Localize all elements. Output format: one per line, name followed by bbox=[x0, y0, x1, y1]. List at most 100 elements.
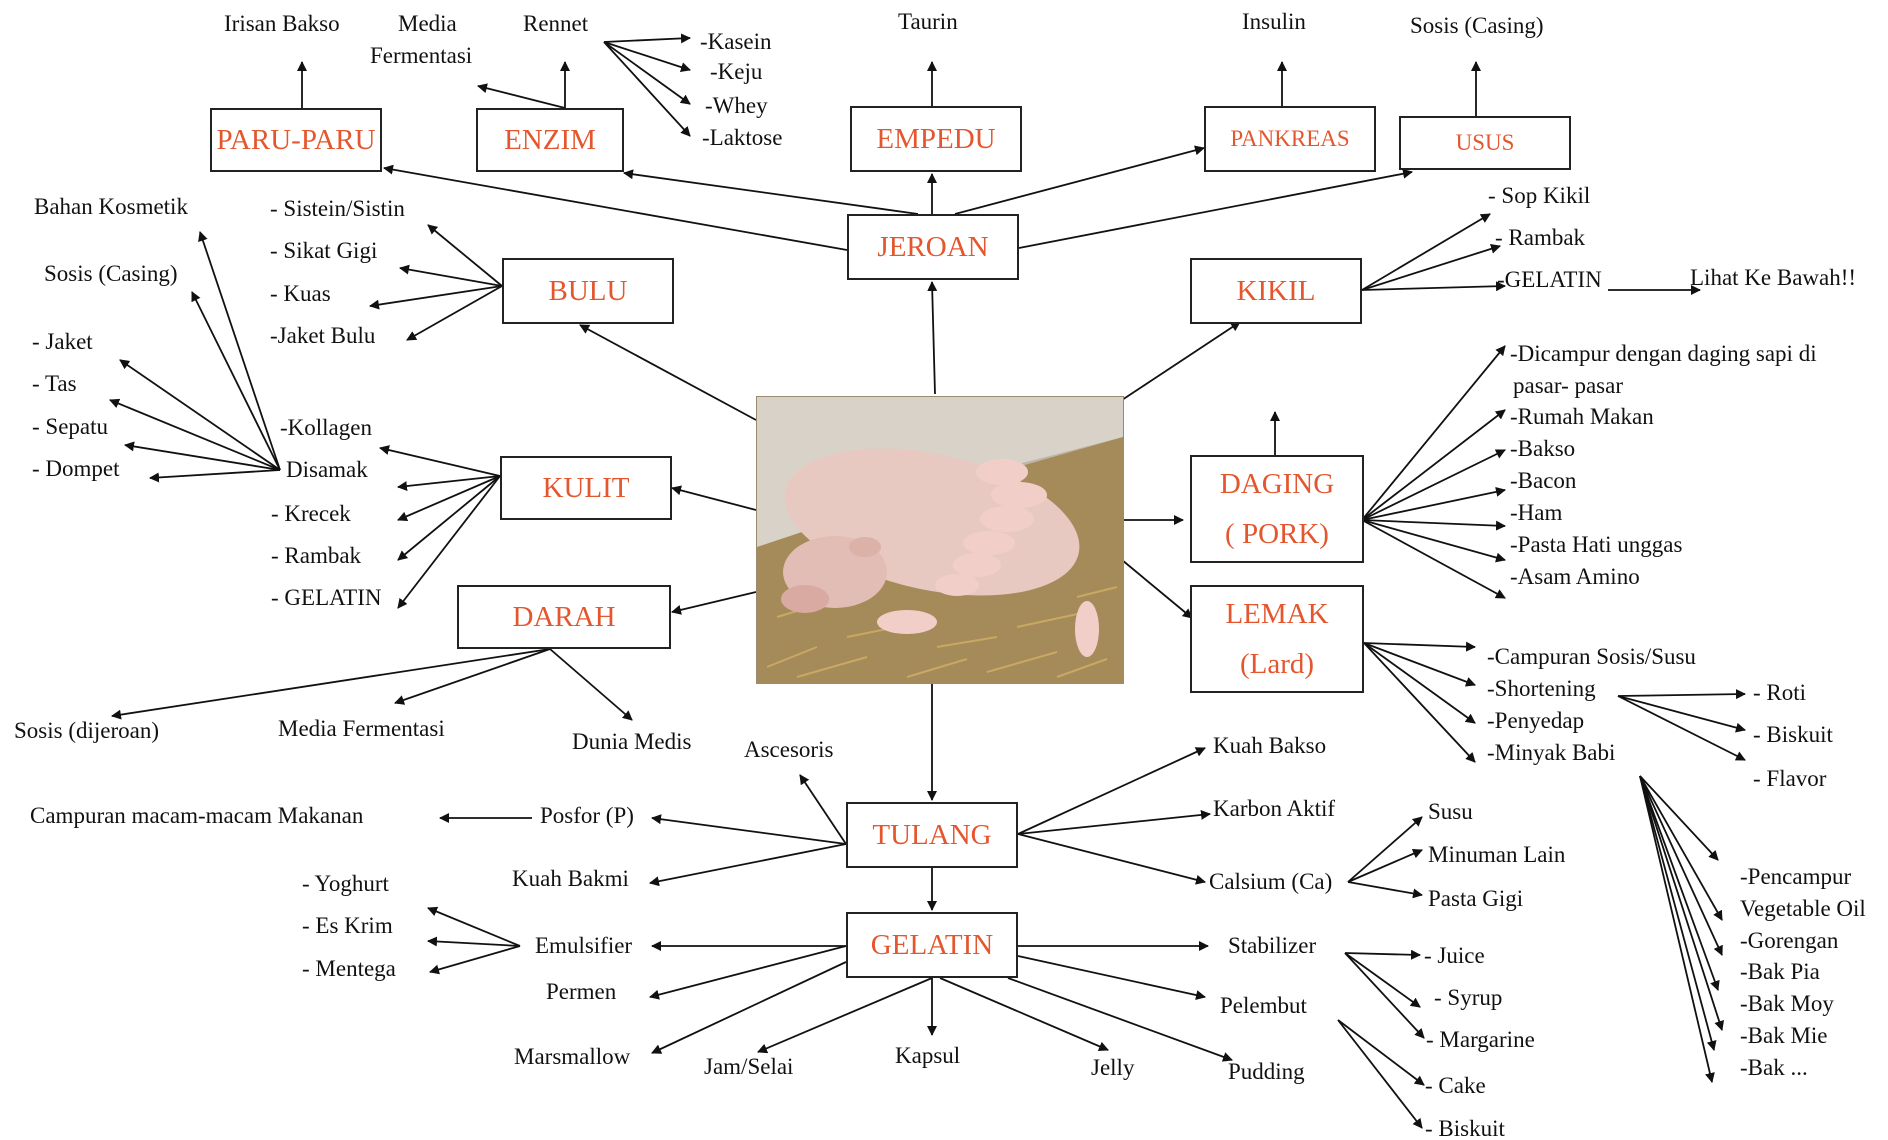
arrow-60 bbox=[1639, 775, 1719, 861]
arrow-19 bbox=[603, 33, 691, 44]
arrow-0 bbox=[927, 281, 938, 395]
node-usus-box: USUS bbox=[1399, 116, 1571, 170]
arrow-54 bbox=[1363, 642, 1476, 687]
label-marsmallow: Marsmallow bbox=[514, 1044, 631, 1069]
arrow-76 bbox=[1347, 881, 1423, 899]
arrow-74 bbox=[1347, 816, 1423, 883]
label-cake: - Cake bbox=[1425, 1073, 1486, 1098]
label-taurin: Taurin bbox=[898, 9, 958, 34]
arrow-20 bbox=[603, 41, 691, 72]
label-gelatin-kulit: - GELATIN bbox=[271, 585, 382, 610]
arrow-87 bbox=[427, 906, 521, 947]
label-dicampur1: -Dicampur dengan daging sapi di bbox=[1510, 341, 1817, 366]
label-sikat: - Sikat Gigi bbox=[270, 238, 378, 263]
label-kuas: - Kuas bbox=[270, 281, 331, 306]
arrow-64 bbox=[1639, 775, 1724, 1031]
label-bak-moy: -Bak Moy bbox=[1740, 991, 1834, 1016]
arrow-94 bbox=[1337, 1019, 1423, 1129]
arrow-21 bbox=[603, 41, 691, 105]
arrow-23 bbox=[427, 224, 503, 287]
node-jeroan-label: JEROAN bbox=[877, 231, 989, 263]
node-bulu-box: BULU bbox=[502, 258, 674, 324]
arrow-56 bbox=[1363, 642, 1476, 763]
arrow-6 bbox=[1121, 559, 1193, 619]
label-kuah-bakmi: Kuah Bakmi bbox=[512, 866, 629, 891]
label-sosis-dijeroan: Sosis (dijeroan) bbox=[14, 718, 160, 743]
arrow-61 bbox=[1639, 775, 1723, 921]
label-vegetable-oil: Vegetable Oil bbox=[1740, 896, 1866, 921]
node-tulang-label: TULANG bbox=[872, 819, 992, 851]
node-darah-box: DARAH bbox=[457, 585, 671, 649]
label-keju: -Keju bbox=[710, 59, 763, 84]
label-krecek: - Krecek bbox=[271, 501, 351, 526]
arrow-30 bbox=[397, 475, 501, 561]
node-usus-label: USUS bbox=[1455, 130, 1515, 155]
label-gelatin-kikil: -GELATIN bbox=[1497, 267, 1602, 292]
label-biskuit-lemak: - Biskuit bbox=[1753, 722, 1833, 747]
label-calsium: Calsium (Ca) bbox=[1209, 869, 1333, 894]
label-dicampur2: pasar- pasar bbox=[1513, 373, 1624, 398]
label-minuman-lain: Minuman Lain bbox=[1428, 842, 1566, 867]
label-margarine: - Margarine bbox=[1426, 1027, 1535, 1052]
arrow-26 bbox=[406, 285, 503, 341]
label-juice: - Juice bbox=[1424, 943, 1485, 968]
arrow-37 bbox=[149, 469, 281, 483]
label-posfor: Posfor (P) bbox=[540, 803, 634, 828]
arrow-24 bbox=[399, 264, 503, 287]
arrow-40 bbox=[1361, 281, 1506, 292]
label-ascesoris: Ascesoris bbox=[744, 737, 834, 762]
label-sepatu: - Sepatu bbox=[32, 414, 109, 439]
arrow-3 bbox=[671, 591, 757, 615]
arrow-10 bbox=[623, 169, 919, 215]
arrow-75 bbox=[1347, 848, 1423, 883]
label-biskuit-gel: - Biskuit bbox=[1425, 1116, 1505, 1140]
label-es-krim: - Es Krim bbox=[302, 913, 393, 938]
label-pudding: Pudding bbox=[1228, 1059, 1305, 1084]
label-dompet: - Dompet bbox=[32, 456, 120, 481]
arrow-83 bbox=[939, 977, 1109, 1052]
label-bak-mie: -Bak Mie bbox=[1740, 1023, 1828, 1048]
arrow-35 bbox=[109, 398, 281, 471]
label-sop-kikil: - Sop Kikil bbox=[1488, 183, 1591, 208]
arrow-65 bbox=[1639, 775, 1717, 1051]
node-tulang-box: TULANG bbox=[846, 802, 1018, 868]
label-rennet: Rennet bbox=[523, 11, 589, 36]
arrow-84 bbox=[1007, 977, 1233, 1062]
node-kikil-box: KIKIL bbox=[1190, 258, 1362, 324]
label-pencampur: -Pencampur bbox=[1740, 864, 1852, 889]
arrow-46 bbox=[1361, 486, 1506, 521]
node-enzim-label: ENZIM bbox=[504, 124, 596, 156]
arrow-88 bbox=[427, 936, 521, 947]
label-shortening: -Shortening bbox=[1487, 676, 1596, 701]
arrow-32 bbox=[198, 231, 281, 471]
label-kapsul: Kapsul bbox=[895, 1043, 961, 1068]
label-susu: Susu bbox=[1428, 799, 1473, 824]
node-gelatin-label: GELATIN bbox=[870, 929, 994, 961]
node-pankreas-box: PANKREAS bbox=[1204, 106, 1376, 172]
arrow-80 bbox=[651, 961, 847, 1054]
node-pankreas-label: PANKREAS bbox=[1230, 126, 1350, 151]
arrow-28 bbox=[397, 475, 501, 492]
label-sistein: - Sistein/Sistin bbox=[270, 196, 405, 221]
node-empedu-label: EMPEDU bbox=[876, 123, 996, 155]
node-lemak-label-line2: (Lard) bbox=[1239, 648, 1315, 680]
label-sosis-casing-top: Sosis (Casing) bbox=[1410, 13, 1544, 38]
arrow-55 bbox=[1363, 642, 1476, 724]
node-daging-label-line1: DAGING bbox=[1219, 468, 1335, 500]
label-rambak-kulit: - Rambak bbox=[271, 543, 362, 568]
label-irisan-bakso: Irisan Bakso bbox=[224, 11, 340, 36]
arrow-63 bbox=[1639, 775, 1720, 991]
arrow-52 bbox=[549, 648, 633, 721]
arrow-44 bbox=[1361, 409, 1506, 521]
label-jelly: Jelly bbox=[1091, 1055, 1135, 1080]
center-pig-photo bbox=[756, 396, 1124, 684]
arrow-89 bbox=[429, 945, 521, 975]
label-whey: -Whey bbox=[705, 93, 768, 118]
label-tas: - Tas bbox=[32, 371, 77, 396]
label-bahan-kosmetik: Bahan Kosmetik bbox=[34, 194, 188, 219]
arrow-53 bbox=[1363, 641, 1476, 652]
node-jeroan-box: JEROAN bbox=[847, 214, 1019, 280]
arrow-5 bbox=[1121, 321, 1241, 401]
arrow-81 bbox=[757, 977, 933, 1054]
